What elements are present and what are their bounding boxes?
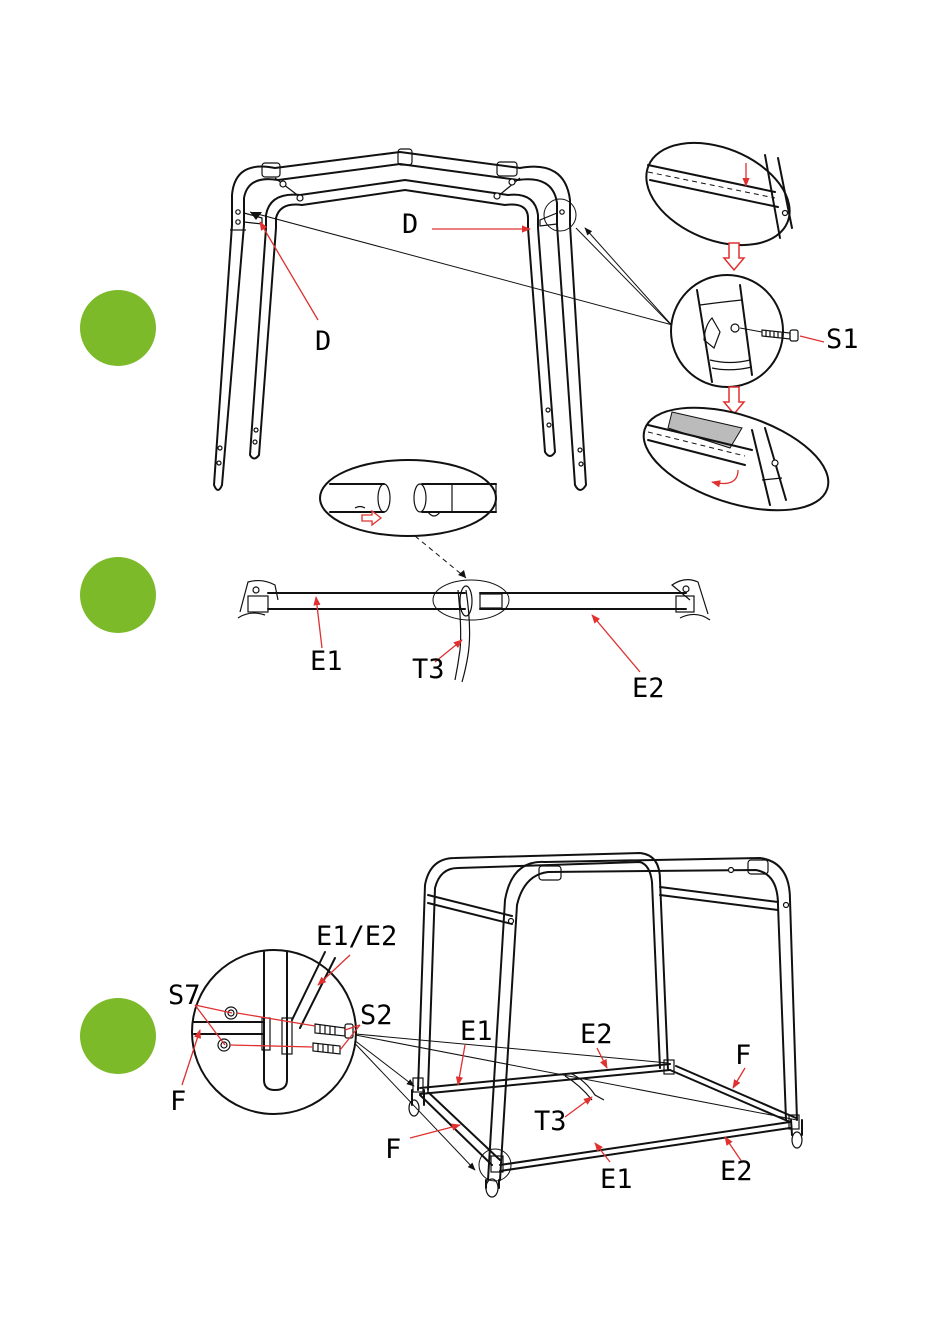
label-s2: S2 [360,1000,393,1031]
step2-crossbar [238,580,710,682]
label-d-right: D [402,209,418,240]
step1-roof-frame [214,149,586,490]
detail-bubble-bolts [192,950,356,1114]
label-t3-step3: T3 [534,1106,567,1137]
step-badge-1 [80,290,156,366]
label-d-left: D [315,326,331,357]
detail-bubble-connector [320,460,496,536]
label-e2-step2: E2 [632,673,665,704]
label-e1-step2: E1 [310,646,343,677]
label-e2-back: E2 [580,1019,613,1050]
detail-bubble-s1 [671,275,798,387]
label-t3-step2: T3 [412,654,445,685]
label-f-detail: F [170,1086,186,1117]
down-arrow-1 [724,243,744,270]
detail-bubble-slot-top [631,123,805,264]
label-s7: S7 [168,980,201,1011]
down-arrow-2 [724,387,744,414]
label-e1-front: E1 [600,1164,633,1195]
step-badge-3 [80,998,156,1074]
label-e1e2-detail: E1/E2 [316,921,397,952]
label-e2-front: E2 [720,1156,753,1187]
label-f-front: F [385,1134,401,1165]
label-s1: S1 [826,324,859,355]
label-e1-back: E1 [460,1016,493,1047]
step-badge-2 [80,557,156,633]
label-f-right: F [735,1040,751,1071]
